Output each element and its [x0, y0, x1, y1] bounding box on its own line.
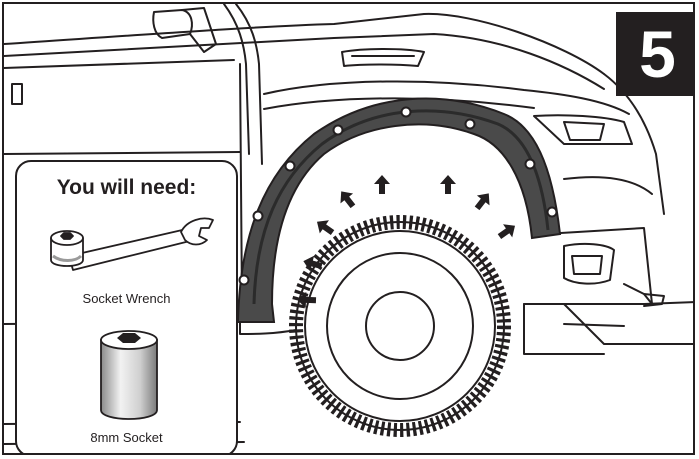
bolt-icon [284, 160, 296, 172]
socket-label: 8mm Socket [90, 430, 163, 445]
bolt-icon [546, 206, 558, 218]
up-arrow-icon [474, 193, 490, 211]
bolt-icon [238, 274, 250, 286]
tire [289, 215, 511, 437]
instruction-frame: 5 You will need: Socket Wrench [2, 2, 695, 455]
rim [326, 252, 474, 400]
tools-panel-title: You will need: [56, 176, 197, 199]
up-arrow-icon [440, 175, 456, 194]
bolt-icon [464, 118, 476, 130]
hub [365, 291, 435, 361]
up-arrow-icon [316, 220, 335, 236]
fender-flare-edge [252, 109, 550, 305]
socket-wrench-label: Socket Wrench [82, 291, 171, 306]
up-arrow-icon [374, 175, 390, 194]
up-arrow-icon [497, 224, 516, 240]
flare-bolts [238, 106, 558, 286]
bolt-icon [524, 158, 536, 170]
direction-arrows [297, 175, 516, 308]
bolt-icon [332, 124, 344, 136]
socket-wrench-icon [50, 217, 214, 271]
up-arrow-icon [297, 291, 317, 308]
fender-flare [236, 97, 562, 323]
tools-panel: You will need: Socket Wrench [15, 160, 238, 453]
up-arrow-icon [340, 191, 356, 209]
socket-icon [100, 330, 158, 420]
bolt-icon [400, 106, 412, 118]
bolt-icon [252, 210, 264, 222]
step-number-badge: 5 [616, 12, 693, 96]
up-arrow-icon [303, 255, 323, 272]
